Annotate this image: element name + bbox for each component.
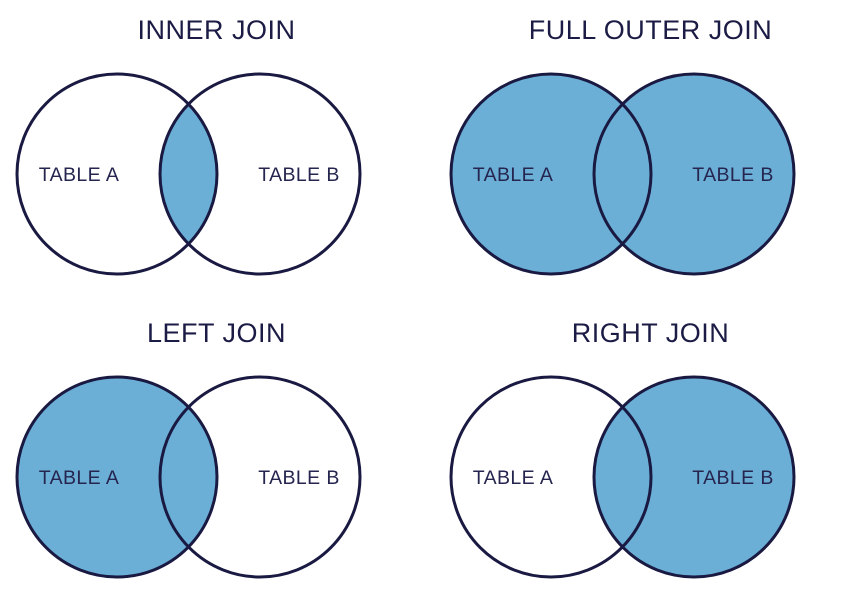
circle-table-b bbox=[160, 377, 360, 577]
circle-table-b-outline bbox=[592, 375, 796, 579]
panel-full-outer-join: FULL OUTER JOIN TABLE A TABLE B bbox=[434, 0, 867, 302]
circle-table-a bbox=[451, 74, 651, 274]
circle-table-a-outline bbox=[449, 72, 653, 276]
circle-table-a bbox=[451, 377, 651, 577]
venn-left-join: TABLE A TABLE B bbox=[15, 375, 417, 580]
circle-table-b bbox=[594, 377, 794, 577]
venn-inner-join: TABLE A TABLE B bbox=[15, 72, 417, 277]
circle-table-b-outline bbox=[592, 72, 796, 276]
circle-table-a-outline bbox=[15, 72, 219, 276]
label-table-a: TABLE A bbox=[39, 467, 119, 489]
panel-title-inner-join: INNER JOIN bbox=[137, 15, 296, 45]
circle-table-b-outline bbox=[158, 72, 362, 276]
circle-table-a bbox=[17, 377, 217, 577]
circle-table-a-outline bbox=[449, 375, 653, 579]
panel-left-join: LEFT JOIN TABLE A TABLE B bbox=[0, 303, 433, 605]
circle-table-b bbox=[160, 74, 360, 274]
label-table-a: TABLE A bbox=[39, 164, 119, 186]
panel-inner-join: INNER JOIN TABLE A TABLE B bbox=[0, 0, 433, 302]
circle-table-b bbox=[594, 74, 794, 274]
venn-full-outer-join: TABLE A TABLE B bbox=[449, 72, 851, 277]
panel-title-left-join: LEFT JOIN bbox=[146, 318, 287, 348]
label-table-b: TABLE B bbox=[258, 467, 340, 489]
panel-title-full-outer-join: FULL OUTER JOIN bbox=[528, 15, 773, 45]
label-table-b: TABLE B bbox=[692, 164, 774, 186]
circle-table-b-outline bbox=[158, 375, 362, 579]
label-table-a: TABLE A bbox=[473, 467, 553, 489]
venn-right-join: TABLE A TABLE B bbox=[449, 375, 851, 580]
circle-table-a-outline bbox=[15, 375, 219, 579]
circle-table-a bbox=[17, 74, 217, 274]
label-table-b: TABLE B bbox=[692, 467, 774, 489]
label-table-b: TABLE B bbox=[258, 164, 340, 186]
label-table-a: TABLE A bbox=[473, 164, 553, 186]
panel-title-right-join: RIGHT JOIN bbox=[571, 318, 730, 348]
panel-right-join: RIGHT JOIN TABLE A TABLE B bbox=[434, 303, 867, 605]
